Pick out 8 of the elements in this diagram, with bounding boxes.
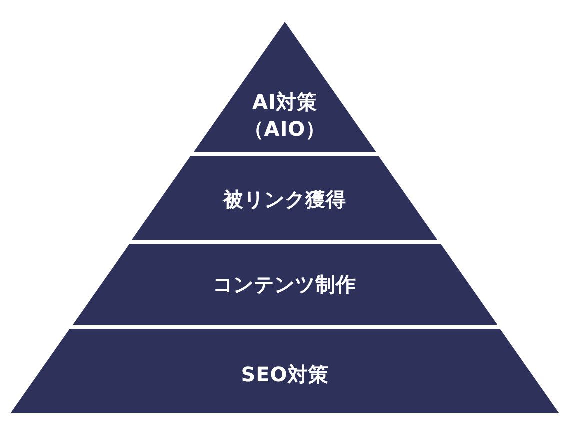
- pyramid-tier: [132, 156, 438, 240]
- tier-label: AI対策（AIO）: [242, 89, 328, 143]
- tier-label: SEO対策: [241, 362, 329, 388]
- pyramid-tier: [72, 244, 498, 325]
- tier-label: 被リンク獲得: [223, 186, 346, 214]
- pyramid-tier: [194, 22, 376, 152]
- tier-label: コンテンツ制作: [213, 272, 357, 298]
- pyramid-tier: [10, 329, 559, 413]
